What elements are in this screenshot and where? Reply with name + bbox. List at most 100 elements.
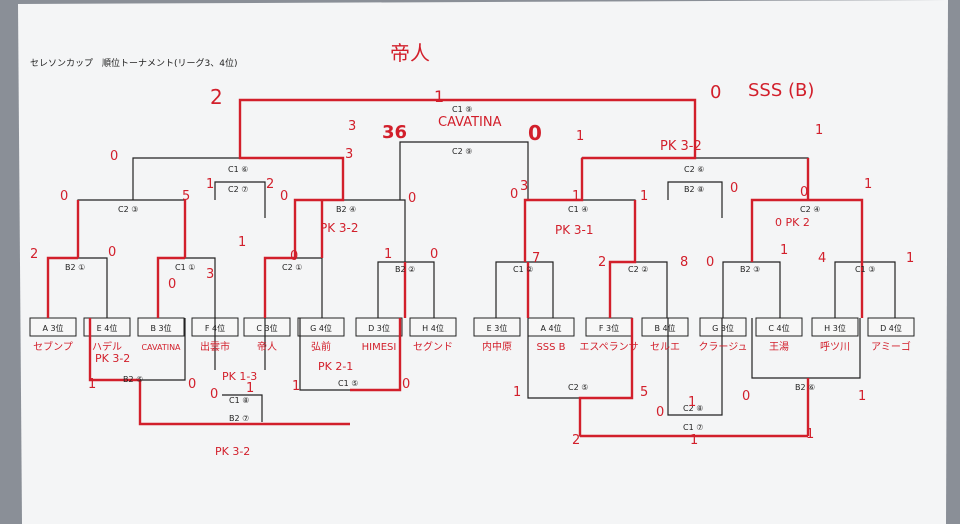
match-B2-3: B2 ③ [740, 265, 760, 274]
score-mark: 1 [858, 389, 866, 404]
score-mark: 0 [290, 249, 298, 264]
score-mark: 0 [110, 149, 118, 164]
team-slot-label: D 3位 [368, 323, 390, 333]
team-slot: B 3位 [137, 317, 185, 337]
final-score-left: 2 [210, 85, 223, 109]
team-handwritten-name: セブンプ [33, 340, 73, 353]
sheet-title: セレソンカップ 順位トーナメント(リーグ3、4位) [30, 57, 237, 69]
score-mark: 3 [520, 179, 528, 194]
score-mark: 0 [800, 185, 808, 200]
score-mark: 1 [238, 235, 246, 250]
score-mark: 0 [430, 247, 438, 262]
match-C1-7: C1 ⑦ [683, 423, 703, 432]
team-slot: A 3位 [29, 317, 77, 337]
score-mark: 1 [815, 123, 823, 138]
match-C2-2: C2 ② [628, 265, 648, 274]
team-slot-box [355, 317, 403, 337]
score-mark: 1 [864, 177, 872, 192]
match-B2-7: B2 ⑦ [229, 414, 249, 423]
match-C1-8: C1 ⑧ [229, 396, 249, 405]
score-mark: 1 [384, 247, 392, 262]
score-mark: 1 [88, 377, 96, 392]
match-labels: B2 ① C1 ① C2 ① B2 ② C1 ② C2 ② B2 ③ C1 ③ … [65, 105, 875, 432]
team-slot-label: C 4位 [768, 323, 789, 333]
score-mark: 3 [345, 147, 353, 162]
match-B2-5: B2 ⑤ [123, 375, 143, 384]
score-mark: 0 [60, 189, 68, 204]
pk-c15-note: PK 2-1 [318, 360, 353, 373]
score-mark: 0 [188, 377, 196, 392]
team-slot-label: E 3位 [487, 323, 508, 333]
score-mark: 1 [906, 251, 914, 266]
team-handwritten-name: ハデル [92, 340, 122, 353]
team-slot-box [473, 317, 521, 337]
pk-c26-note: PK 3-2 [660, 139, 702, 154]
score-mark: 2 [598, 255, 606, 270]
team-slot: E 4位 [83, 317, 131, 337]
match-C1-9: C1 ⑨ [452, 105, 472, 114]
match-B2-4: B2 ④ [336, 205, 356, 214]
team-slot: E 3位 [473, 317, 521, 337]
team-slot-label: C 3位 [256, 323, 277, 333]
team-slot-label: B 3位 [150, 323, 171, 333]
match-B2-6: B2 ⑥ [795, 383, 815, 392]
team-handwritten-name: 王湯 [769, 340, 789, 353]
match-B2-2: B2 ② [395, 265, 415, 274]
team-handwritten-name: 弘前 [311, 340, 331, 353]
pk-c18-note: PK 1-3 [222, 370, 257, 383]
match-C2-6: C2 ⑥ [684, 165, 704, 174]
team-slot: C 3位 [243, 317, 291, 337]
team-slot: F 3位 [585, 317, 633, 337]
team-slot: B 4位 [641, 317, 689, 337]
match-C2-7: C2 ⑦ [228, 185, 248, 194]
score-mark: 0 [108, 245, 116, 260]
team-slot-label: H 4位 [422, 323, 444, 333]
team-slot-box [243, 317, 291, 337]
score-mark: 1 [206, 177, 214, 192]
team-slot-label: A 4位 [540, 323, 561, 333]
handwritten-annotations: 帝人 SSS (B) CAVATINA 2 0 1 36 0 PK 3-2 PK… [95, 41, 814, 458]
pk-b24-note: PK 3-2 [320, 221, 359, 235]
team-handwritten-name: クラージュ [698, 341, 747, 353]
pk-b27-note: PK 3-2 [215, 445, 250, 458]
score-mark: 1 [780, 243, 788, 258]
match-C2-1: C2 ① [282, 263, 302, 272]
score-mark: 0 [402, 377, 410, 392]
score-mark: 0 [730, 181, 738, 196]
match-B2-8: B2 ⑧ [684, 185, 704, 194]
final-team-note: CAVATINA [438, 115, 502, 130]
team-handwritten-name: セルエ [650, 341, 680, 353]
score-mark: 2 [30, 247, 38, 262]
score-mark: 2 [266, 177, 274, 192]
score-mark: 1 [292, 379, 300, 394]
winner-left-note: 帝人 [390, 41, 430, 65]
team-slot-box [641, 317, 689, 337]
score-mark: 1 [690, 433, 698, 448]
team-slot-label: E 4位 [97, 323, 118, 333]
score-mark: 0 [210, 387, 218, 402]
team-slot: H 3位 [811, 317, 859, 337]
match-C2-8: C2 ⑧ [683, 404, 703, 413]
score-mark: 3 [206, 267, 214, 282]
team-slot: C 4位 [755, 317, 803, 337]
score-mark: 3 [348, 119, 356, 134]
c29-score-right: 0 [528, 121, 542, 145]
score-mark: 1 [640, 189, 648, 204]
score-mark: 8 [680, 255, 688, 270]
match-C1-2: C1 ② [513, 265, 533, 274]
team-handwritten-name: CAVATINA [141, 343, 181, 352]
score-mark: 0 [706, 255, 714, 270]
score-mark: 5 [182, 189, 190, 204]
score-mark: 1 [806, 427, 814, 442]
team-handwritten-name: アミーゴ [871, 340, 911, 353]
match-C1-3: C1 ③ [855, 265, 875, 274]
score-mark: 0 [408, 191, 416, 206]
team-slot-box [137, 317, 185, 337]
match-C1-5: C1 ⑤ [338, 379, 358, 388]
team-slot-box [409, 317, 457, 337]
score-mark: 4 [818, 251, 826, 266]
score-mark: 7 [532, 251, 540, 266]
